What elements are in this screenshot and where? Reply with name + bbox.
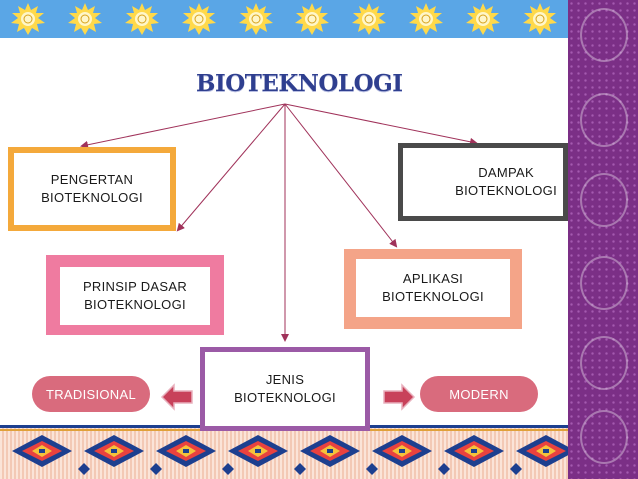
pink-circle (582, 258, 626, 308)
aplikasi-label: APLIKASI BIOTEKNOLOGI (356, 259, 510, 317)
arrow-to-dampak (284, 103, 478, 146)
arrow-left-icon (160, 383, 193, 411)
modern-badge: MODERN (420, 376, 538, 412)
small-diamond (294, 463, 306, 475)
tradisional-badge: TRADISIONAL (32, 376, 150, 412)
orange-red-circle (582, 412, 626, 462)
sun-icon (0, 0, 57, 38)
arrow-to-pengertian (80, 103, 286, 149)
tribal-motif (12, 435, 72, 467)
arrow-right-icon (383, 383, 416, 411)
orange-circle (582, 10, 626, 60)
sun-icon (398, 0, 455, 38)
decorative-side-panel (568, 0, 638, 479)
prinsip-dasar-box: PRINSIP DASAR BIOTEKNOLOGI (46, 255, 224, 335)
aplikasi-box: APLIKASI BIOTEKNOLOGI (344, 249, 522, 329)
small-diamond (78, 463, 90, 475)
jenis-label: JENIS BIOTEKNOLOGI (205, 352, 365, 426)
tribal-pattern-border (0, 425, 568, 479)
dampak-box: DAMPAK BIOTEKNOLOGI (398, 143, 568, 221)
small-diamond (150, 463, 162, 475)
sun-icon (511, 0, 568, 38)
tribal-pattern (0, 425, 568, 475)
tribal-motif (228, 435, 288, 467)
yellow-circle (582, 95, 626, 145)
pengertian-box: PENGERTAN BIOTEKNOLOGI (8, 147, 176, 231)
sun-pattern-border (0, 0, 568, 38)
tribal-motif (372, 435, 432, 467)
sun-icon (114, 0, 171, 38)
tribal-motif (516, 435, 568, 467)
arrow-to-aplikasi (284, 103, 398, 248)
tribal-motif (444, 435, 504, 467)
small-diamond (438, 463, 450, 475)
crimson-circle (582, 175, 626, 225)
sun-icon (284, 0, 341, 38)
diagram-title: BIOTEKNOLOGI (196, 70, 403, 97)
sun-icon (454, 0, 511, 38)
violet-circle (582, 338, 626, 388)
arrow-to-prinsip (176, 103, 286, 232)
sun-icon (341, 0, 398, 38)
small-diamond (366, 463, 378, 475)
dampak-label: DAMPAK BIOTEKNOLOGI (403, 148, 563, 216)
sun-icon (227, 0, 284, 38)
pengertian-label: PENGERTAN BIOTEKNOLOGI (14, 153, 170, 225)
tribal-motif (300, 435, 360, 467)
jenis-box: JENIS BIOTEKNOLOGI (200, 347, 370, 431)
prinsip-dasar-label: PRINSIP DASAR BIOTEKNOLOGI (60, 267, 210, 325)
tribal-motif (84, 435, 144, 467)
small-diamond (510, 463, 522, 475)
sun-icon (170, 0, 227, 38)
small-diamond (222, 463, 234, 475)
sun-icon (57, 0, 114, 38)
tribal-motif (156, 435, 216, 467)
connector-lines (80, 103, 478, 342)
